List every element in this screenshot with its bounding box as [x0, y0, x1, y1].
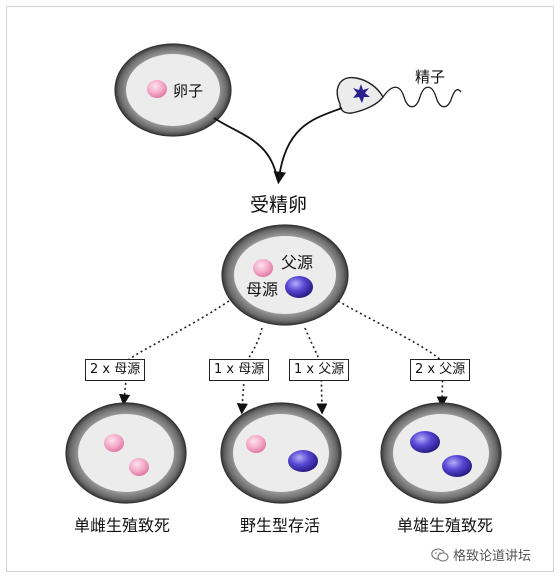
androgenetic-cell — [380, 402, 502, 504]
one-paternal-box: 1 x 父源 — [289, 359, 350, 381]
zygote-paternal-pronucleus — [285, 276, 313, 298]
branch-arrow-1 — [118, 300, 230, 406]
egg-cell — [114, 43, 232, 137]
watermark: 格致论道讲坛 — [431, 545, 531, 564]
egg-label: 卵子 — [173, 82, 204, 100]
maternal-pronucleus — [246, 435, 266, 453]
paternal-pronucleus-a — [410, 431, 440, 453]
egg-to-zygote-arrow — [213, 117, 278, 179]
maternal-pronucleus-b — [129, 458, 149, 476]
wildtype-survival-label: 野生型存活 — [240, 516, 321, 535]
two-paternal-box: 2 x 父源 — [410, 359, 471, 381]
sperm-to-zygote-arrow — [273, 107, 343, 185]
zygote-maternal-pronucleus — [253, 259, 273, 277]
branch-arrow-4 — [337, 300, 448, 408]
sperm-label: 精子 — [415, 68, 446, 86]
maternal-pronucleus-a — [104, 434, 124, 452]
zygote-title: 受精卵 — [250, 194, 308, 216]
sperm-nucleus-star — [353, 84, 370, 103]
wildtype-cell — [220, 402, 342, 504]
paternal-pronucleus-b — [442, 455, 472, 477]
maternal-label: 母源 — [246, 280, 279, 299]
sperm-tail — [382, 86, 462, 108]
one-maternal-box: 1 x 母源 — [209, 359, 270, 381]
gynogenetic-lethal-label: 单雌生殖致死 — [74, 516, 171, 535]
watermark-text: 格致论道讲坛 — [453, 549, 532, 564]
androgenetic-lethal-label: 单雄生殖致死 — [397, 516, 494, 535]
two-maternal-box: 2 x 母源 — [85, 359, 146, 381]
egg-maternal-pronucleus — [147, 80, 167, 98]
gynogenetic-cell — [65, 402, 187, 504]
paternal-pronucleus — [288, 450, 318, 472]
zygote-cell — [221, 224, 349, 326]
wechat-icon — [431, 547, 449, 562]
paternal-label: 父源 — [281, 253, 314, 272]
sperm — [336, 76, 462, 114]
